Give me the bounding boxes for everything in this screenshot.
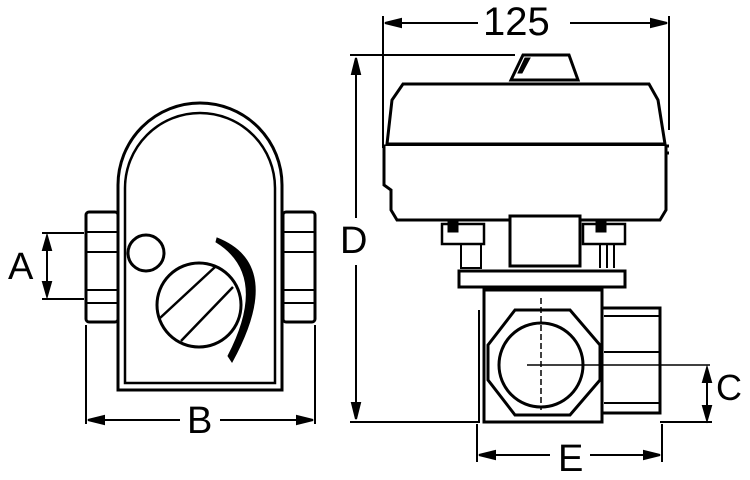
front-view bbox=[382, 53, 710, 424]
dimension-label-125: 125 bbox=[481, 0, 552, 44]
dimension-label-d: D bbox=[340, 220, 368, 262]
dimension-label-b: B bbox=[185, 400, 215, 442]
dimension-label-e: E bbox=[556, 438, 586, 480]
side-view bbox=[84, 101, 317, 392]
dimension-label-a: A bbox=[8, 246, 34, 288]
dimension-label-c: C bbox=[716, 367, 742, 408]
